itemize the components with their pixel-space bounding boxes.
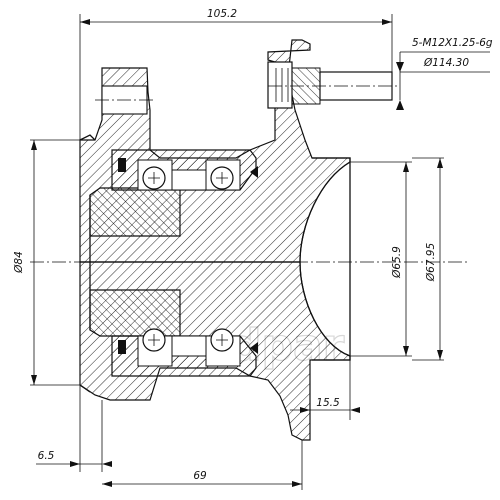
dim-stud-thread: 5-M12X1.25-6g	[412, 37, 493, 49]
seal-lower	[118, 340, 126, 354]
dim-bore-1: Ø65.9	[391, 246, 403, 279]
dim-left-offset: 6.5	[38, 450, 55, 462]
dim-bore-2: Ø67.95	[425, 243, 437, 283]
dim-overall-length: 105.2	[207, 8, 237, 20]
dim-outer-diameter: Ø84	[13, 251, 25, 274]
seal-upper	[118, 158, 126, 172]
dim-flange-step: 15.5	[316, 397, 340, 409]
dim-body-length: 69	[193, 470, 207, 482]
spindle-lower	[89, 289, 181, 337]
dim-bolt-circle: Ø114.30	[423, 57, 469, 69]
spindle	[89, 187, 181, 237]
